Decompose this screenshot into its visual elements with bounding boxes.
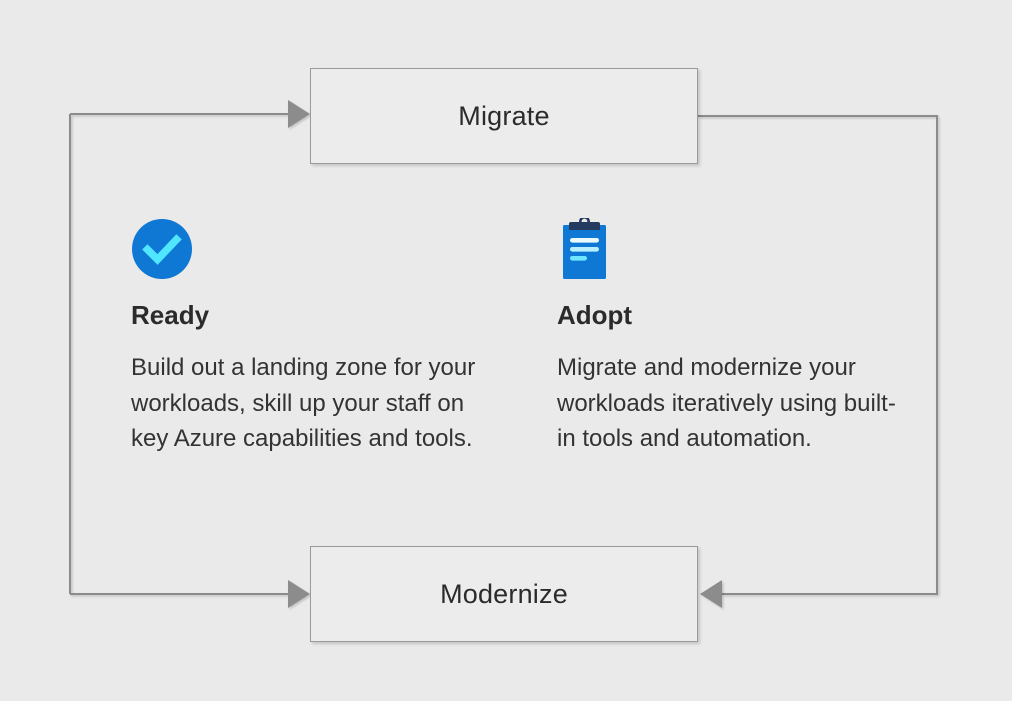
column-body-ready: Build out a landing zone for your worklo… (131, 354, 476, 453)
arrowhead-into-migrate (288, 100, 310, 128)
phase-box-modernize[interactable]: Modernize (310, 546, 698, 642)
ready-icon-wrap (131, 218, 491, 280)
phase-label-modernize: Modernize (440, 578, 568, 609)
column-adopt: Adopt Migrate and modernize your workloa… (557, 216, 917, 457)
blue-circle-checkmark-icon (132, 219, 192, 279)
phase-label-migrate: Migrate (458, 100, 550, 131)
column-body-adopt: Migrate and modernize your workloads ite… (557, 354, 896, 453)
column-ready: Ready Build out a landing zone for your … (131, 218, 491, 457)
adopt-icon-wrap (557, 216, 917, 280)
clipboard-icon (563, 216, 606, 279)
column-heading-ready: Ready (131, 300, 210, 330)
column-heading-adopt: Adopt (557, 300, 633, 330)
phase-box-migrate[interactable]: Migrate (310, 68, 698, 164)
arrowhead-into-modernize-right (700, 580, 722, 608)
arrowhead-into-modernize-left (288, 580, 310, 608)
